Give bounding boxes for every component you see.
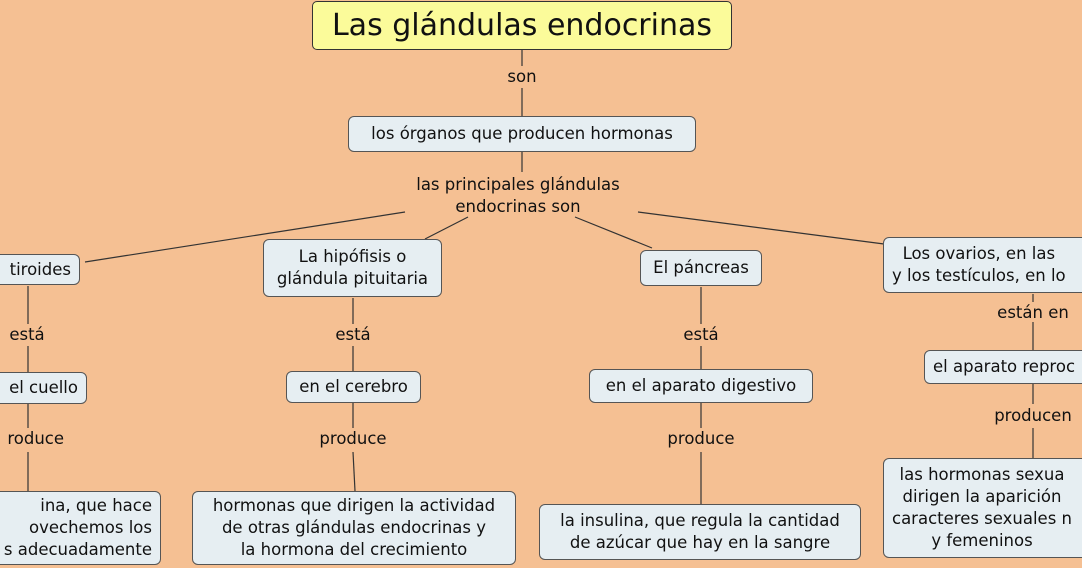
node-gland-pancreas[interactable]: El páncreas [640, 250, 762, 286]
connector [424, 216, 469, 240]
node-organs[interactable]: los órganos que producen hormonas [348, 116, 696, 152]
node-location-digestivo[interactable]: en el aparato digestivo [589, 369, 813, 403]
link-label-principales: las principales glándulas endocrinas son [416, 175, 620, 216]
link-label-esta: está [335, 325, 371, 344]
node-location-cuello[interactable]: el cuello [0, 372, 87, 404]
node-gland-hipofisis[interactable]: La hipófisis o glándula pituitaria [263, 239, 442, 297]
link-label-produce: produce [667, 429, 735, 448]
link-label-produce: produce [319, 429, 387, 448]
link-label-son: son [507, 67, 537, 86]
link-label-estan-en: están en [997, 303, 1069, 322]
connector [574, 216, 653, 249]
node-gland-tiroides[interactable]: tiroides [0, 254, 80, 285]
node-product-hormonas-sexuales[interactable]: las hormonas sexua dirigen la aparición … [883, 458, 1082, 558]
link-label-esta: está [9, 325, 45, 344]
node-location-cerebro[interactable]: en el cerebro [286, 371, 421, 403]
node-product-hipofisis[interactable]: hormonas que dirigen la actividad de otr… [192, 491, 516, 565]
connector [637, 211, 885, 245]
node-product-tiroides[interactable]: ina, que hace ovechemos los s adecuadame… [0, 491, 161, 565]
link-label-producen: producen [994, 406, 1072, 425]
link-label-produce: roduce [7, 429, 64, 448]
node-product-pancreas[interactable]: la insulina, que regula la cantidad de a… [539, 504, 861, 560]
node-location-reproductor[interactable]: el aparato reproc [924, 350, 1082, 384]
map-title[interactable]: Las glándulas endocrinas [312, 1, 732, 50]
link-label-esta: está [683, 325, 719, 344]
node-gland-ovarios[interactable]: Los ovarios, en las y los testículos, en… [883, 237, 1082, 293]
connector [352, 451, 356, 492]
